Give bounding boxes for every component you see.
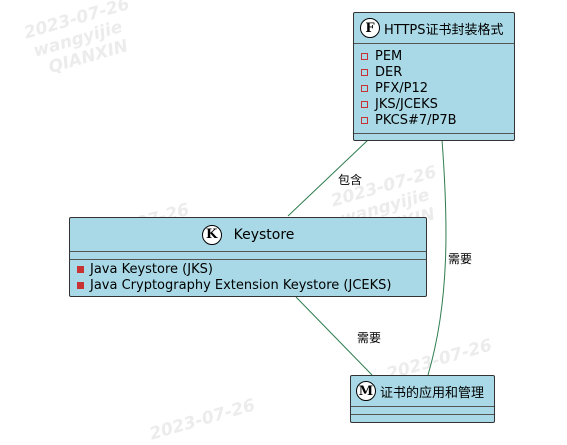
class-title: 证书的应用和管理 (380, 385, 485, 401)
edge-label-contains: 包含 (338, 173, 363, 187)
class-https-formats[interactable]: F HTTPS证书封装格式 PEM DER PFX/P12 JKS/JCEKS … (353, 12, 515, 141)
attribute-item: PKCS#7/P7B (361, 113, 457, 128)
attribute-item: JKS/JCEKS (361, 97, 438, 112)
attribute-item: DER (361, 65, 402, 80)
protected-marker-icon (361, 69, 368, 76)
edge-formats-keystore (287, 139, 369, 217)
edge-label-requires: 需要 (357, 331, 382, 345)
attribute-item: Java Cryptography Extension Keystore (JC… (77, 278, 391, 293)
edge-formats-management (427, 139, 447, 376)
private-marker-icon (77, 282, 84, 289)
class-stereotype-badge: F (360, 18, 380, 38)
class-keystore[interactable]: K Keystore Java Keystore (JKS) Java Cryp… (69, 217, 427, 297)
edge-label-requires: 需要 (448, 252, 473, 266)
attribute-item: Java Keystore (JKS) (77, 262, 213, 277)
class-stereotype-badge: M (356, 381, 376, 401)
protected-marker-icon (361, 101, 368, 108)
protected-marker-icon (361, 85, 368, 92)
attribute-item: PEM (361, 49, 402, 64)
class-stereotype-badge: K (201, 224, 222, 245)
class-cert-management[interactable]: M 证书的应用和管理 (350, 375, 495, 423)
class-title: Keystore (233, 226, 295, 243)
protected-marker-icon (361, 117, 368, 124)
attribute-item: PFX/P12 (361, 81, 428, 96)
edge-keystore-management (295, 296, 373, 376)
protected-marker-icon (361, 53, 368, 60)
class-title: HTTPS证书封装格式 (384, 22, 504, 38)
private-marker-icon (77, 266, 84, 273)
